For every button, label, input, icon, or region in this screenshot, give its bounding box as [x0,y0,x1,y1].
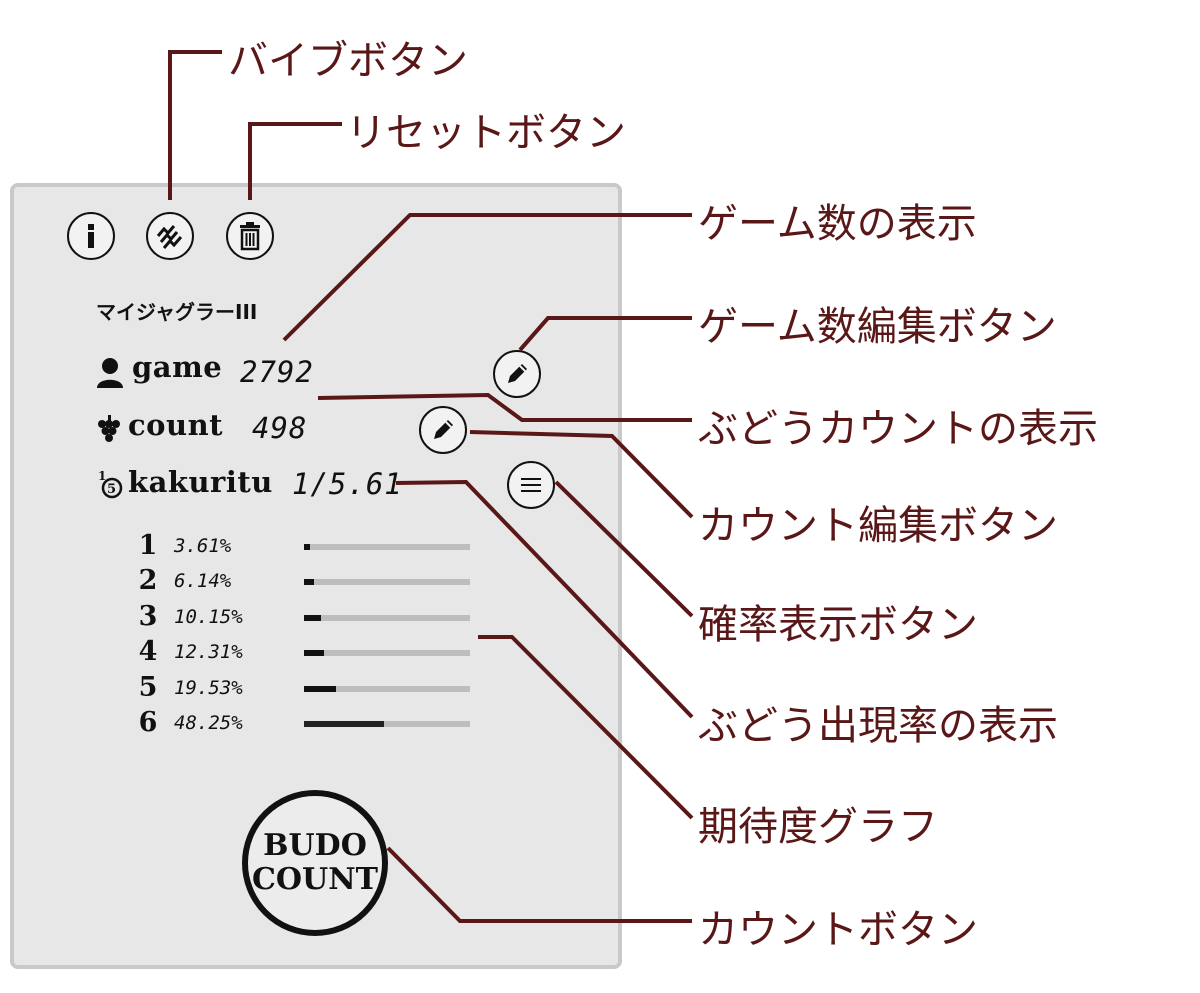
line-count [386,846,692,923]
line-reset [248,122,342,200]
grape-icon [98,415,120,442]
fraction-icon: 1 5 [98,469,123,499]
annotation-game-edit-button: ゲーム数編集ボタン [698,304,1057,350]
setting-1-bar [304,544,470,550]
count-button-line1: BUDO [263,828,367,863]
count-label: count [128,408,224,442]
annotation-budo-rate-display: ぶどう出現率の表示 [698,703,1058,749]
budo-rate-display: 1/5.61 [292,467,403,501]
setting-6-bar-fill [304,721,385,727]
reset-button[interactable] [226,212,274,260]
setting-5-bar-fill [304,685,337,692]
annotation-count-button: カウントボタン [698,907,978,953]
count-button-line2: COUNT [252,862,378,897]
setting-5-percent: 19.53% [174,676,243,699]
info-icon [88,224,94,248]
game-count-display: 2792 [240,355,314,389]
game-edit-button[interactable] [493,350,541,398]
pencil-icon [434,420,453,439]
setting-1-bar-fill [304,544,310,550]
game-label: game [132,350,223,384]
setting-2-bar [304,579,470,586]
setting-5-bar [304,685,470,692]
count-edit-button[interactable] [419,406,467,454]
annotation-prob-display-button: 確率表示ボタン [698,602,978,648]
info-button[interactable] [67,212,115,260]
setting-2-percent: 6.14% [174,570,232,593]
budo-count-display: 498 [252,411,308,445]
svg-text:1: 1 [98,469,106,483]
setting-4-label: 4 [138,636,158,668]
annotation-game-display: ゲーム数の表示 [698,201,977,247]
setting-2-label: 2 [138,565,158,597]
line-budo-count [317,392,692,422]
line-budo-rate [395,479,694,719]
annotation-vibe-button: バイブボタン [228,38,468,84]
setting-6-percent: 48.25% [174,712,243,734]
setting-4-bar-fill [304,650,325,657]
annotation-budo-count-display: ぶどうカウントの表示 [698,406,1098,452]
setting-6-bar [304,721,470,727]
line-graph [478,635,694,820]
machine-name: マイジャグラーIII [96,300,258,324]
line-prob [554,480,694,618]
budo-count-button[interactable]: BUDO COUNT [242,790,388,936]
setting-3-percent: 10.15% [174,605,243,628]
annotation-reset-button: リセットボタン [346,110,626,156]
setting-1-percent: 3.61% [174,535,232,557]
vibration-icon [156,225,183,249]
line-vibe [168,50,222,200]
trash-icon [240,222,260,251]
setting-2-bar-fill [304,579,315,586]
setting-4-percent: 12.31% [174,641,243,664]
setting-6-label: 6 [138,707,158,738]
svg-text:5: 5 [107,482,116,497]
setting-3-label: 3 [138,600,158,632]
kakuritu-label: kakuritu [128,465,273,499]
annotation-count-edit-button: カウント編集ボタン [698,503,1058,549]
list-icon [521,478,541,492]
setting-3-bar [304,614,470,621]
line-game [282,213,692,342]
setting-4-bar [304,650,470,657]
line-game-edit [518,316,692,352]
person-icon [97,358,123,388]
setting-1-label: 1 [138,530,158,561]
vibe-button[interactable] [146,212,194,260]
annotation-expectation-graph: 期待度グラフ [698,804,938,850]
prob-display-button[interactable] [507,461,555,509]
line-count-edit [469,430,694,519]
setting-3-bar-fill [304,614,321,621]
setting-5-label: 5 [138,671,158,703]
pencil-icon [508,364,527,383]
